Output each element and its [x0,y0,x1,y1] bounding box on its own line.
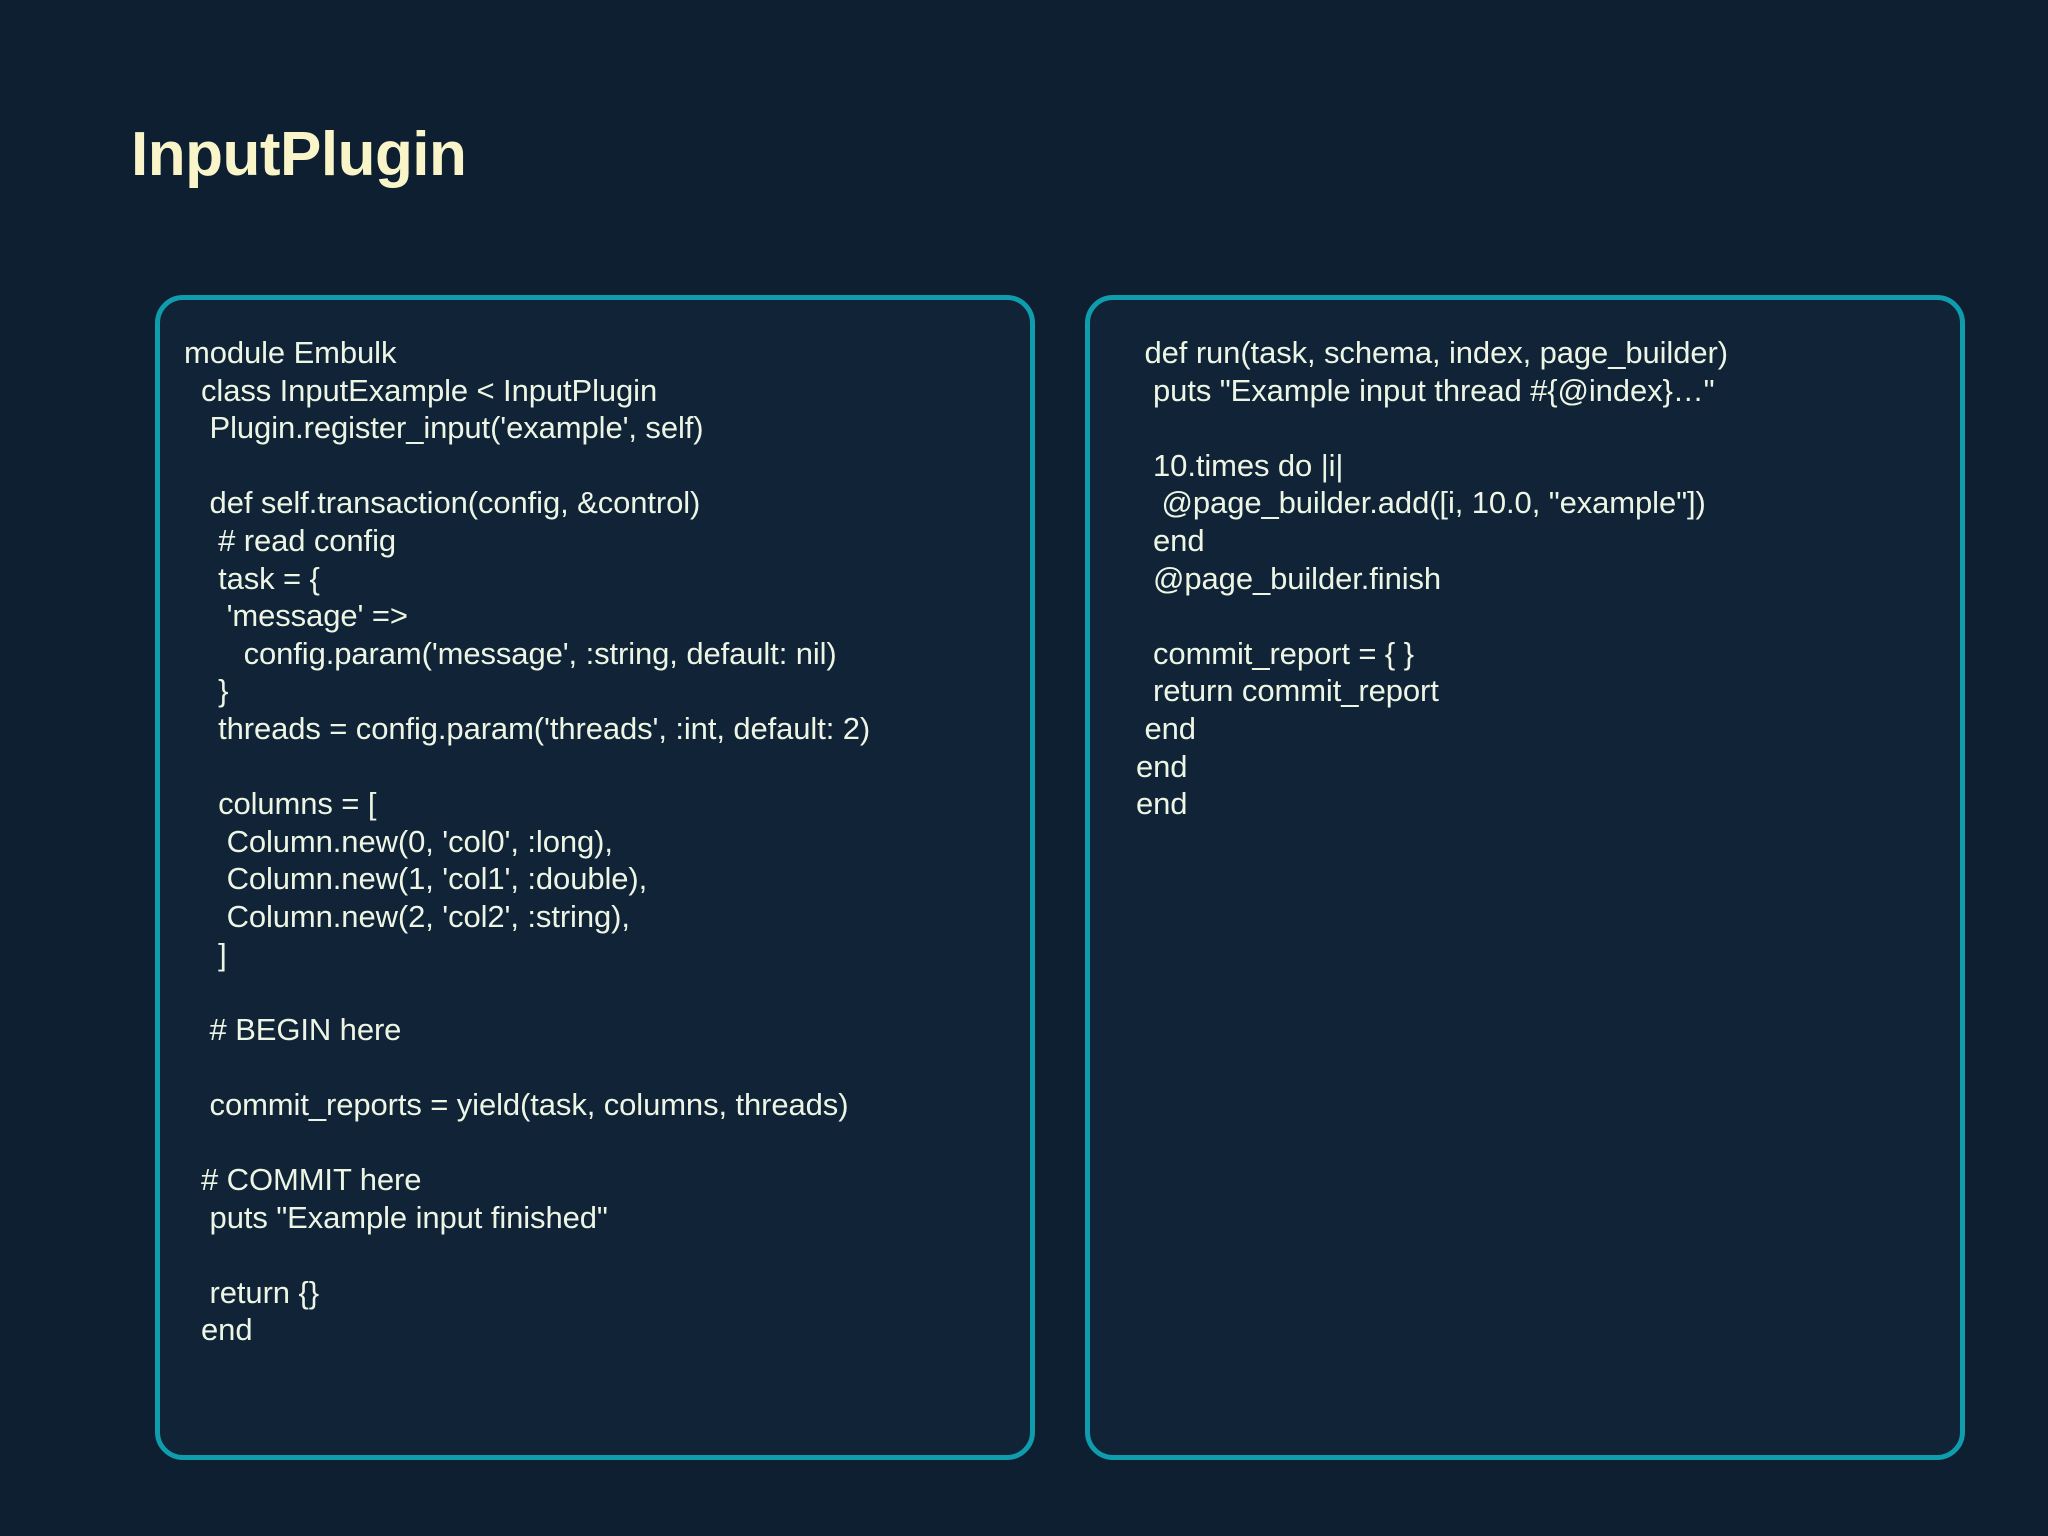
code-line: 'message' => [184,598,408,634]
page-title: InputPlugin [131,120,467,189]
code-line [184,1048,1020,1086]
transaction-code-panel: module Embulk class InputExample < Input… [155,295,1035,1460]
code-line: # BEGIN here [184,1011,402,1047]
code-line [184,748,1020,786]
run-code-panel: def run(task, schema, index, page_builde… [1085,295,1965,1460]
transaction-code-body: module Embulk class InputExample < Input… [160,334,1030,1349]
code-line [184,1123,1020,1161]
code-line: def run(task, schema, index, page_builde… [1136,335,1729,370]
code-line: Column.new(2, 'col2', :string), [184,898,630,934]
code-line: return {} [184,1274,320,1310]
run-code-body: def run(task, schema, index, page_builde… [1090,334,1960,823]
code-line: return commit_report [1136,673,1439,709]
code-line: # read config [184,522,396,558]
code-line: class InputExample < InputPlugin [184,372,658,408]
code-line: # COMMIT here [184,1162,422,1198]
code-line: @page_builder.add([i, 10.0, "example"]) [1136,485,1706,521]
code-line [1136,409,1950,447]
code-line [184,973,1020,1011]
code-line: module Embulk [184,335,397,370]
code-line: task = { [184,560,320,596]
code-line: threads = config.param('threads', :int, … [184,710,871,746]
code-line [1136,597,1950,635]
code-line: end [1136,522,1205,558]
code-panels-row: module Embulk class InputExample < Input… [155,295,1970,1460]
code-line: config.param('message', :string, default… [184,635,837,671]
code-line: 10.times do |i| [1136,447,1344,483]
code-line: ] [184,936,227,972]
code-line: Column.new(0, 'col0', :long), [184,823,613,859]
code-line: } [184,673,229,709]
code-line [184,1236,1020,1274]
code-line: end [1136,748,1188,784]
code-line: def self.transaction(config, &control) [184,485,701,521]
code-line: commit_report = { } [1136,635,1414,671]
code-line: @page_builder.finish [1136,560,1442,596]
code-line: Plugin.register_input('example', self) [184,410,704,446]
code-line: end [184,1312,253,1348]
code-line: puts "Example input finished" [184,1199,608,1235]
code-line: end [1136,786,1188,822]
code-line: Column.new(1, 'col1', :double), [184,861,648,897]
code-line: columns = [ [184,786,377,822]
code-line [184,447,1020,485]
code-line: puts "Example input thread #{@index}…" [1136,372,1715,408]
code-line: end [1136,710,1197,746]
code-line: commit_reports = yield(task, columns, th… [184,1086,849,1122]
